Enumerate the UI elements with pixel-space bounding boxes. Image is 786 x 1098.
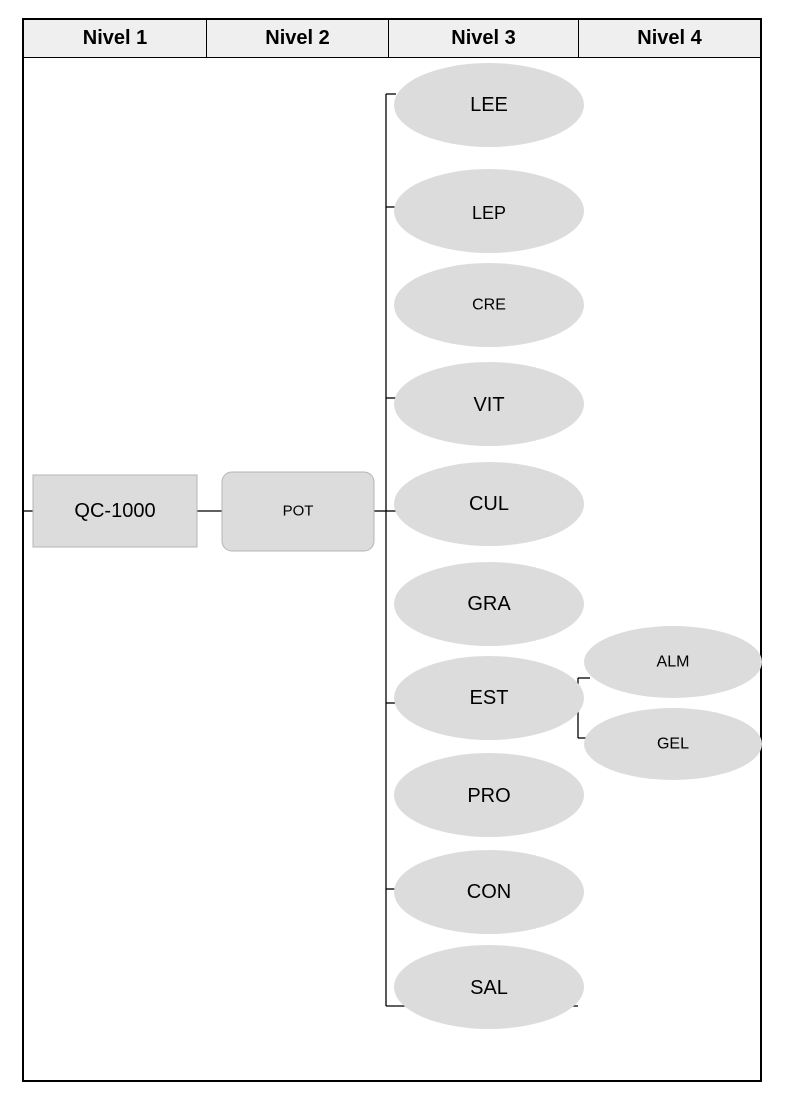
node-level3-con-label: CON — [467, 881, 511, 903]
node-level3-est: EST — [394, 656, 584, 740]
node-level3-pro-shape — [394, 753, 584, 837]
node-level3-con: CON — [394, 850, 584, 934]
node-level3-lep-shape — [394, 169, 584, 253]
node-level2: POT — [221, 471, 375, 552]
node-level4-gel-shape — [584, 708, 762, 780]
node-level3-vit-shape — [394, 362, 584, 446]
node-level3-sal: SAL — [394, 945, 584, 1029]
node-level3-sal-shape — [394, 945, 584, 1029]
node-level4-alm-label: ALM — [657, 654, 690, 671]
node-level3-gra: GRA — [394, 562, 584, 646]
node-level3-vit: VIT — [394, 362, 584, 446]
diagram-frame: Nivel 1 Nivel 2 Nivel 3 Nivel 4 — [22, 18, 762, 1082]
node-level3-vit-label: VIT — [473, 394, 504, 416]
node-level3-est-label: EST — [470, 687, 509, 709]
node-level1-label: QC-1000 — [74, 500, 155, 522]
node-level3-cul-shape — [394, 462, 584, 546]
node-level3-est-shape — [394, 656, 584, 740]
node-level4-alm-shape — [584, 626, 762, 698]
header-nivel-4: Nivel 4 — [637, 27, 702, 49]
node-level3-cre-shape — [394, 263, 584, 347]
node-level4-gel: GEL — [584, 708, 762, 780]
node-level2-label: POT — [283, 503, 314, 520]
node-level4-alm: ALM — [584, 626, 762, 698]
node-level3-lee: LEE — [394, 63, 584, 147]
node-level3-cul-label: CUL — [469, 493, 509, 515]
node-level3-lep: LEP — [394, 169, 584, 253]
node-level4-gel-label: GEL — [657, 736, 689, 753]
header-nivel-1: Nivel 1 — [24, 20, 207, 57]
node-level1-box — [32, 474, 198, 548]
node-level3-lee-shape — [394, 63, 584, 147]
node-level1: QC-1000 — [32, 474, 198, 548]
header-nivel-2: Nivel 2 — [207, 20, 389, 57]
node-level3-cre-label: CRE — [472, 297, 506, 314]
node-level3-lee-label: LEE — [470, 94, 508, 116]
level-header-row: Nivel 1 Nivel 2 Nivel 3 Nivel 4 — [24, 20, 760, 58]
node-level3-gra-shape — [394, 562, 584, 646]
node-level3-sal-label: SAL — [470, 977, 508, 999]
node-level3-pro: PRO — [394, 753, 584, 837]
node-level2-box — [221, 471, 375, 552]
header-nivel-3: Nivel 3 — [389, 20, 579, 57]
node-level3-con-shape — [394, 850, 584, 934]
node-level3-lep-label: LEP — [472, 203, 506, 223]
node-level3-cul: CUL — [394, 462, 584, 546]
node-level3-cre: CRE — [394, 263, 584, 347]
node-level3-gra-label: GRA — [467, 593, 511, 615]
node-level3-pro-label: PRO — [467, 785, 510, 807]
